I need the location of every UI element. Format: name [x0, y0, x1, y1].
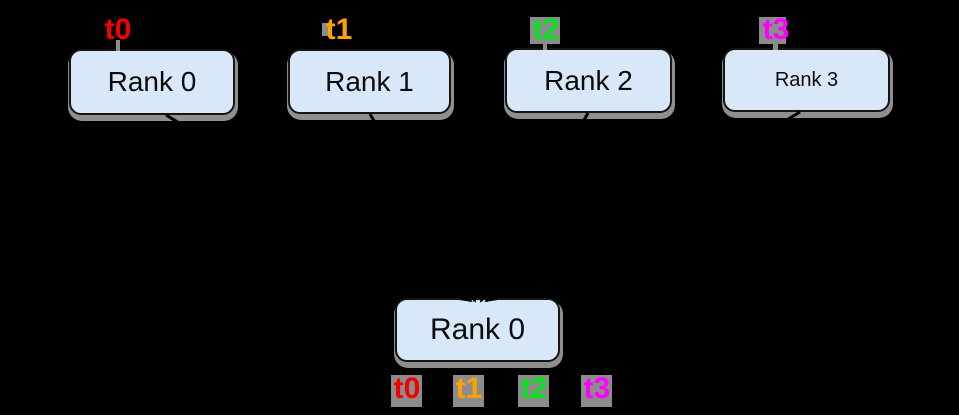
tag-patch-gray — [453, 375, 484, 407]
tag-patch-gray — [530, 17, 560, 44]
rank-node-1: Rank 1 — [288, 49, 451, 114]
rank-node-3: Rank 3 — [723, 48, 890, 112]
arrow-rank0-to-root — [165, 113, 473, 303]
tag-t1-bottom: t1 — [453, 374, 484, 407]
tag-t2-bottom: t2 — [518, 374, 549, 407]
tag-t3-top: t3 — [759, 15, 790, 50]
tag-t0-bottom: t0 — [391, 374, 422, 407]
tag-patch-gray — [391, 375, 422, 407]
arrow-rank1-to-root — [368, 113, 477, 303]
tag-t1-top: t1 — [322, 15, 353, 45]
rank-node-3-label: Rank 3 — [774, 68, 839, 91]
rank-node-2-label: Rank 2 — [544, 64, 633, 96]
arrow-rank3-to-root — [484, 110, 801, 303]
tag-connector-gray — [543, 42, 547, 50]
tag-patch-gray — [581, 375, 612, 407]
rank-node-root: Rank 0 — [395, 298, 560, 362]
rank-node-2: Rank 2 — [505, 48, 672, 113]
tag-connector-gray — [773, 42, 778, 50]
rank-node-1-label: Rank 1 — [325, 65, 414, 97]
tag-patch-gray — [518, 375, 549, 407]
tag-t3-bottom: t3 — [581, 374, 612, 407]
tag-connector-gray — [322, 23, 329, 36]
rank-node-root-label: Rank 0 — [429, 313, 526, 346]
arrow-rank2-to-root — [479, 112, 590, 303]
tag-patch-gray — [759, 17, 786, 44]
tag-t2-top: t2 — [530, 15, 560, 50]
tag-t0-top: t0 — [104, 15, 132, 51]
rank-node-0-label: Rank 0 — [107, 66, 197, 97]
tag-connector-gray — [116, 40, 120, 51]
rank-node-0: Rank 0 — [69, 49, 235, 115]
